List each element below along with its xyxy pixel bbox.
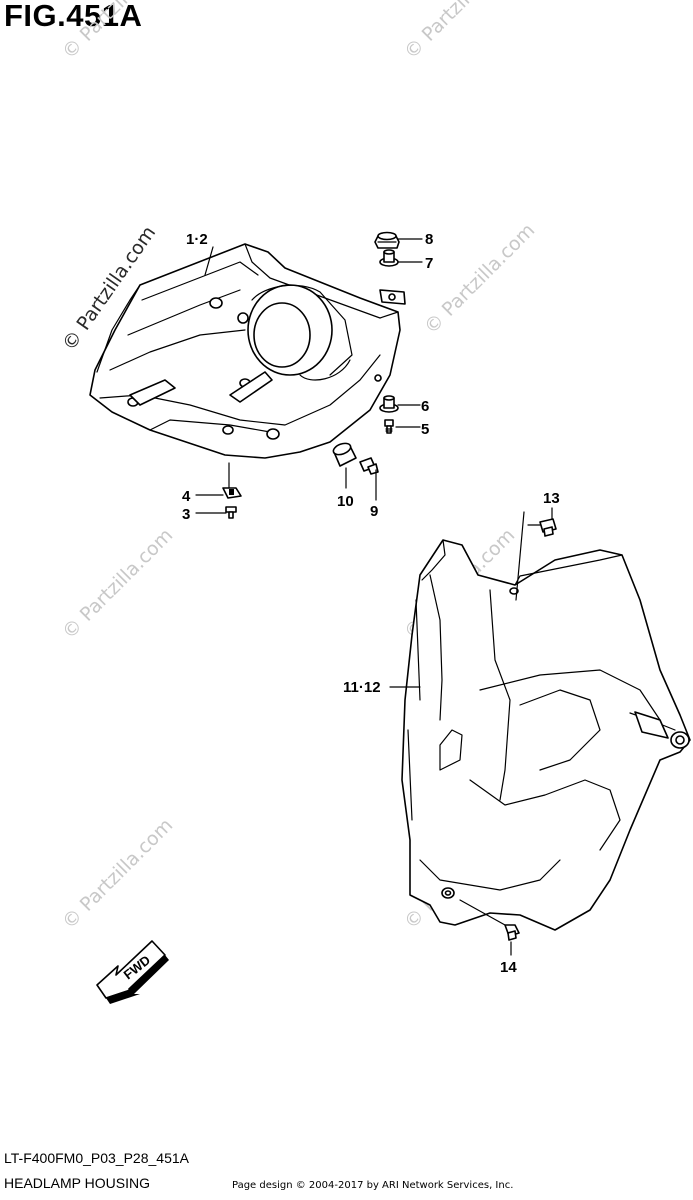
mount-hole (509, 587, 519, 595)
housing-inner (109, 329, 246, 371)
mount-hole (388, 293, 396, 301)
part-6-collar (379, 395, 399, 413)
callouts: 1·2 8 7 6 5 4 3 10 9 13 11·12 14 (182, 231, 560, 976)
lamp-bowl-inner (253, 302, 311, 368)
panel-inner (519, 689, 601, 771)
panel-inner (439, 729, 463, 771)
callout-14: 14 (500, 959, 517, 976)
part-4-nut (222, 487, 242, 499)
watermark: © Partzilla.com (420, 219, 539, 338)
callout-11-12: 11·12 (343, 679, 381, 696)
housing-rim (244, 243, 399, 319)
forward-arrow: FWD (96, 940, 169, 1004)
figure-title: FIG.451A (4, 0, 143, 33)
housing-rim (96, 284, 141, 373)
callout-4: 4 (182, 488, 191, 505)
panel-inner (469, 779, 621, 851)
bracket-tab (229, 371, 273, 403)
watermark: © Partzilla.com (58, 814, 177, 933)
panel-inner (429, 574, 443, 721)
callout-6: 6 (421, 398, 429, 415)
panel-tab (634, 711, 669, 739)
inner-cover-panel (401, 539, 691, 931)
mount-hole (266, 428, 280, 440)
housing-inner (127, 289, 241, 336)
callout-9: 9 (370, 503, 378, 520)
callout-13: 13 (543, 490, 560, 507)
headlamp-housing (89, 243, 406, 459)
watermark: © Partzilla.com (58, 524, 177, 643)
callout-3: 3 (182, 506, 190, 523)
part-9-bolt (359, 457, 379, 475)
panel-rim (461, 544, 479, 576)
bracket-tab (129, 379, 176, 406)
part-13-bolt (539, 518, 557, 537)
mount-hole (237, 312, 249, 324)
model-code: LT-F400FM0_P03_P28_451A (4, 1150, 189, 1166)
watermark: © Partzilla.com (400, 0, 519, 64)
part-10-grommet (332, 442, 357, 467)
panel-inner (489, 589, 511, 801)
housing-inner (141, 261, 259, 301)
lamp-bowl-rim (251, 284, 353, 376)
panel-inner (419, 859, 561, 891)
part-3-screw (225, 506, 237, 519)
mount-hole (444, 890, 452, 896)
part-5-bolt (384, 419, 394, 434)
housing-body (89, 243, 401, 459)
callout-10: 10 (337, 493, 354, 510)
callout-8: 8 (425, 231, 433, 248)
part-14-bolt (504, 924, 520, 941)
callout-7: 7 (425, 255, 433, 272)
mount-hole (209, 297, 223, 309)
arrow-shadow (106, 955, 169, 1004)
part-8-grommet (374, 231, 400, 249)
mount-hole (675, 735, 685, 745)
housing-inner (149, 419, 271, 433)
watermark: © Partzilla.com (58, 0, 177, 64)
panel-body (401, 539, 691, 931)
panel-inner (407, 599, 421, 821)
mount-hole (374, 374, 382, 382)
section-title: HEADLAMP HOUSING (4, 1175, 150, 1191)
callout-1-2: 1·2 (186, 231, 208, 248)
panel-rim (421, 539, 446, 581)
copyright-credit: Page design © 2004-2017 by ARI Network S… (232, 1180, 514, 1191)
leader-lines (195, 238, 553, 956)
housing-curve (299, 359, 351, 381)
mount-hole (222, 425, 234, 435)
panel-inner (479, 669, 661, 721)
callout-5: 5 (421, 421, 429, 438)
part-7-collar (379, 249, 399, 267)
